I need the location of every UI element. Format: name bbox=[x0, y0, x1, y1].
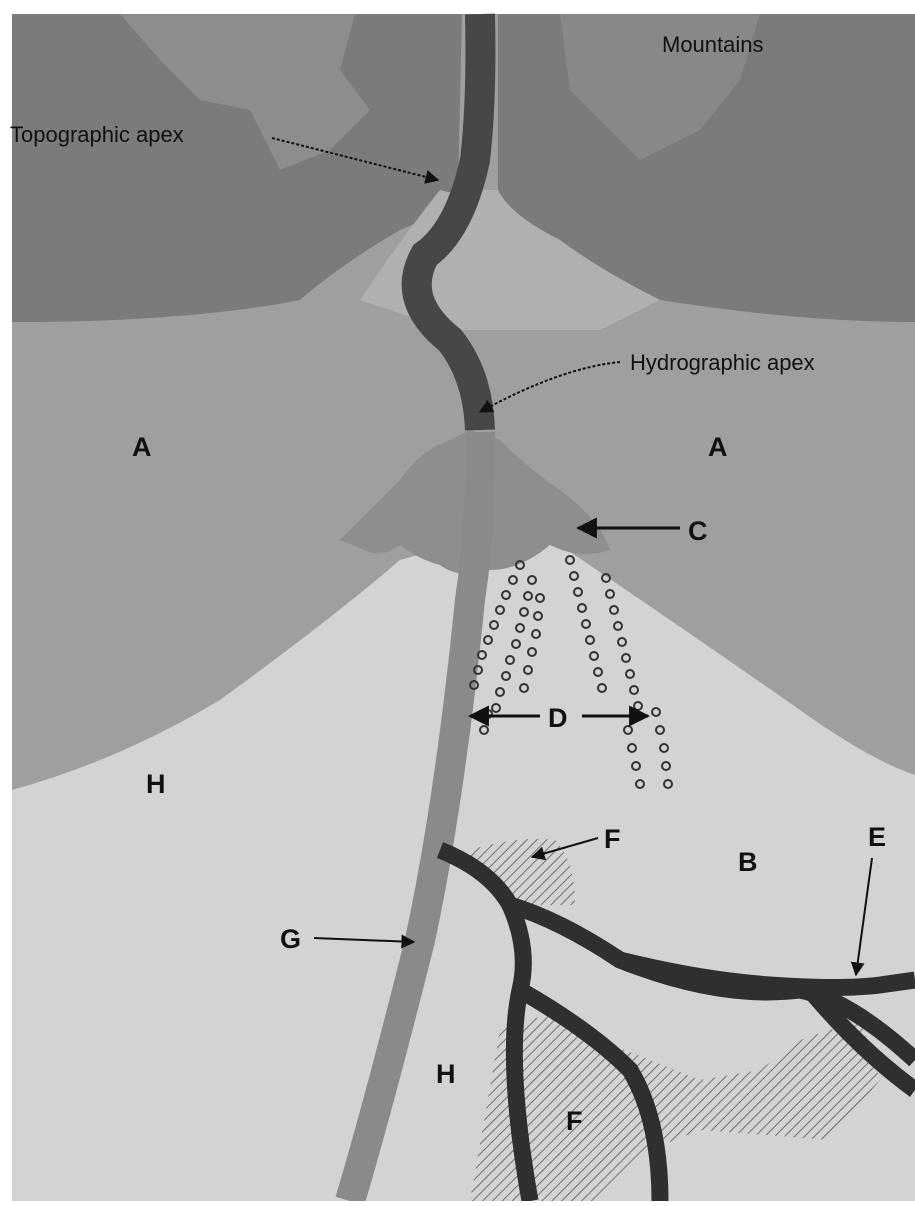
label-mountains: Mountains bbox=[662, 32, 764, 57]
label-a-right: A bbox=[708, 432, 728, 462]
label-hydrographic-apex: Hydrographic apex bbox=[630, 350, 815, 375]
label-topographic-apex: Topographic apex bbox=[10, 122, 184, 147]
label-f-lower: F bbox=[566, 1106, 583, 1136]
label-b: B bbox=[738, 847, 758, 877]
label-f-upper: F bbox=[604, 824, 621, 854]
label-c: C bbox=[688, 516, 708, 546]
label-g: G bbox=[280, 924, 301, 954]
label-e: E bbox=[868, 822, 886, 852]
label-a-left: A bbox=[132, 432, 152, 462]
label-h-left: H bbox=[146, 769, 166, 799]
label-d: D bbox=[548, 703, 568, 733]
label-h-center: H bbox=[436, 1059, 456, 1089]
